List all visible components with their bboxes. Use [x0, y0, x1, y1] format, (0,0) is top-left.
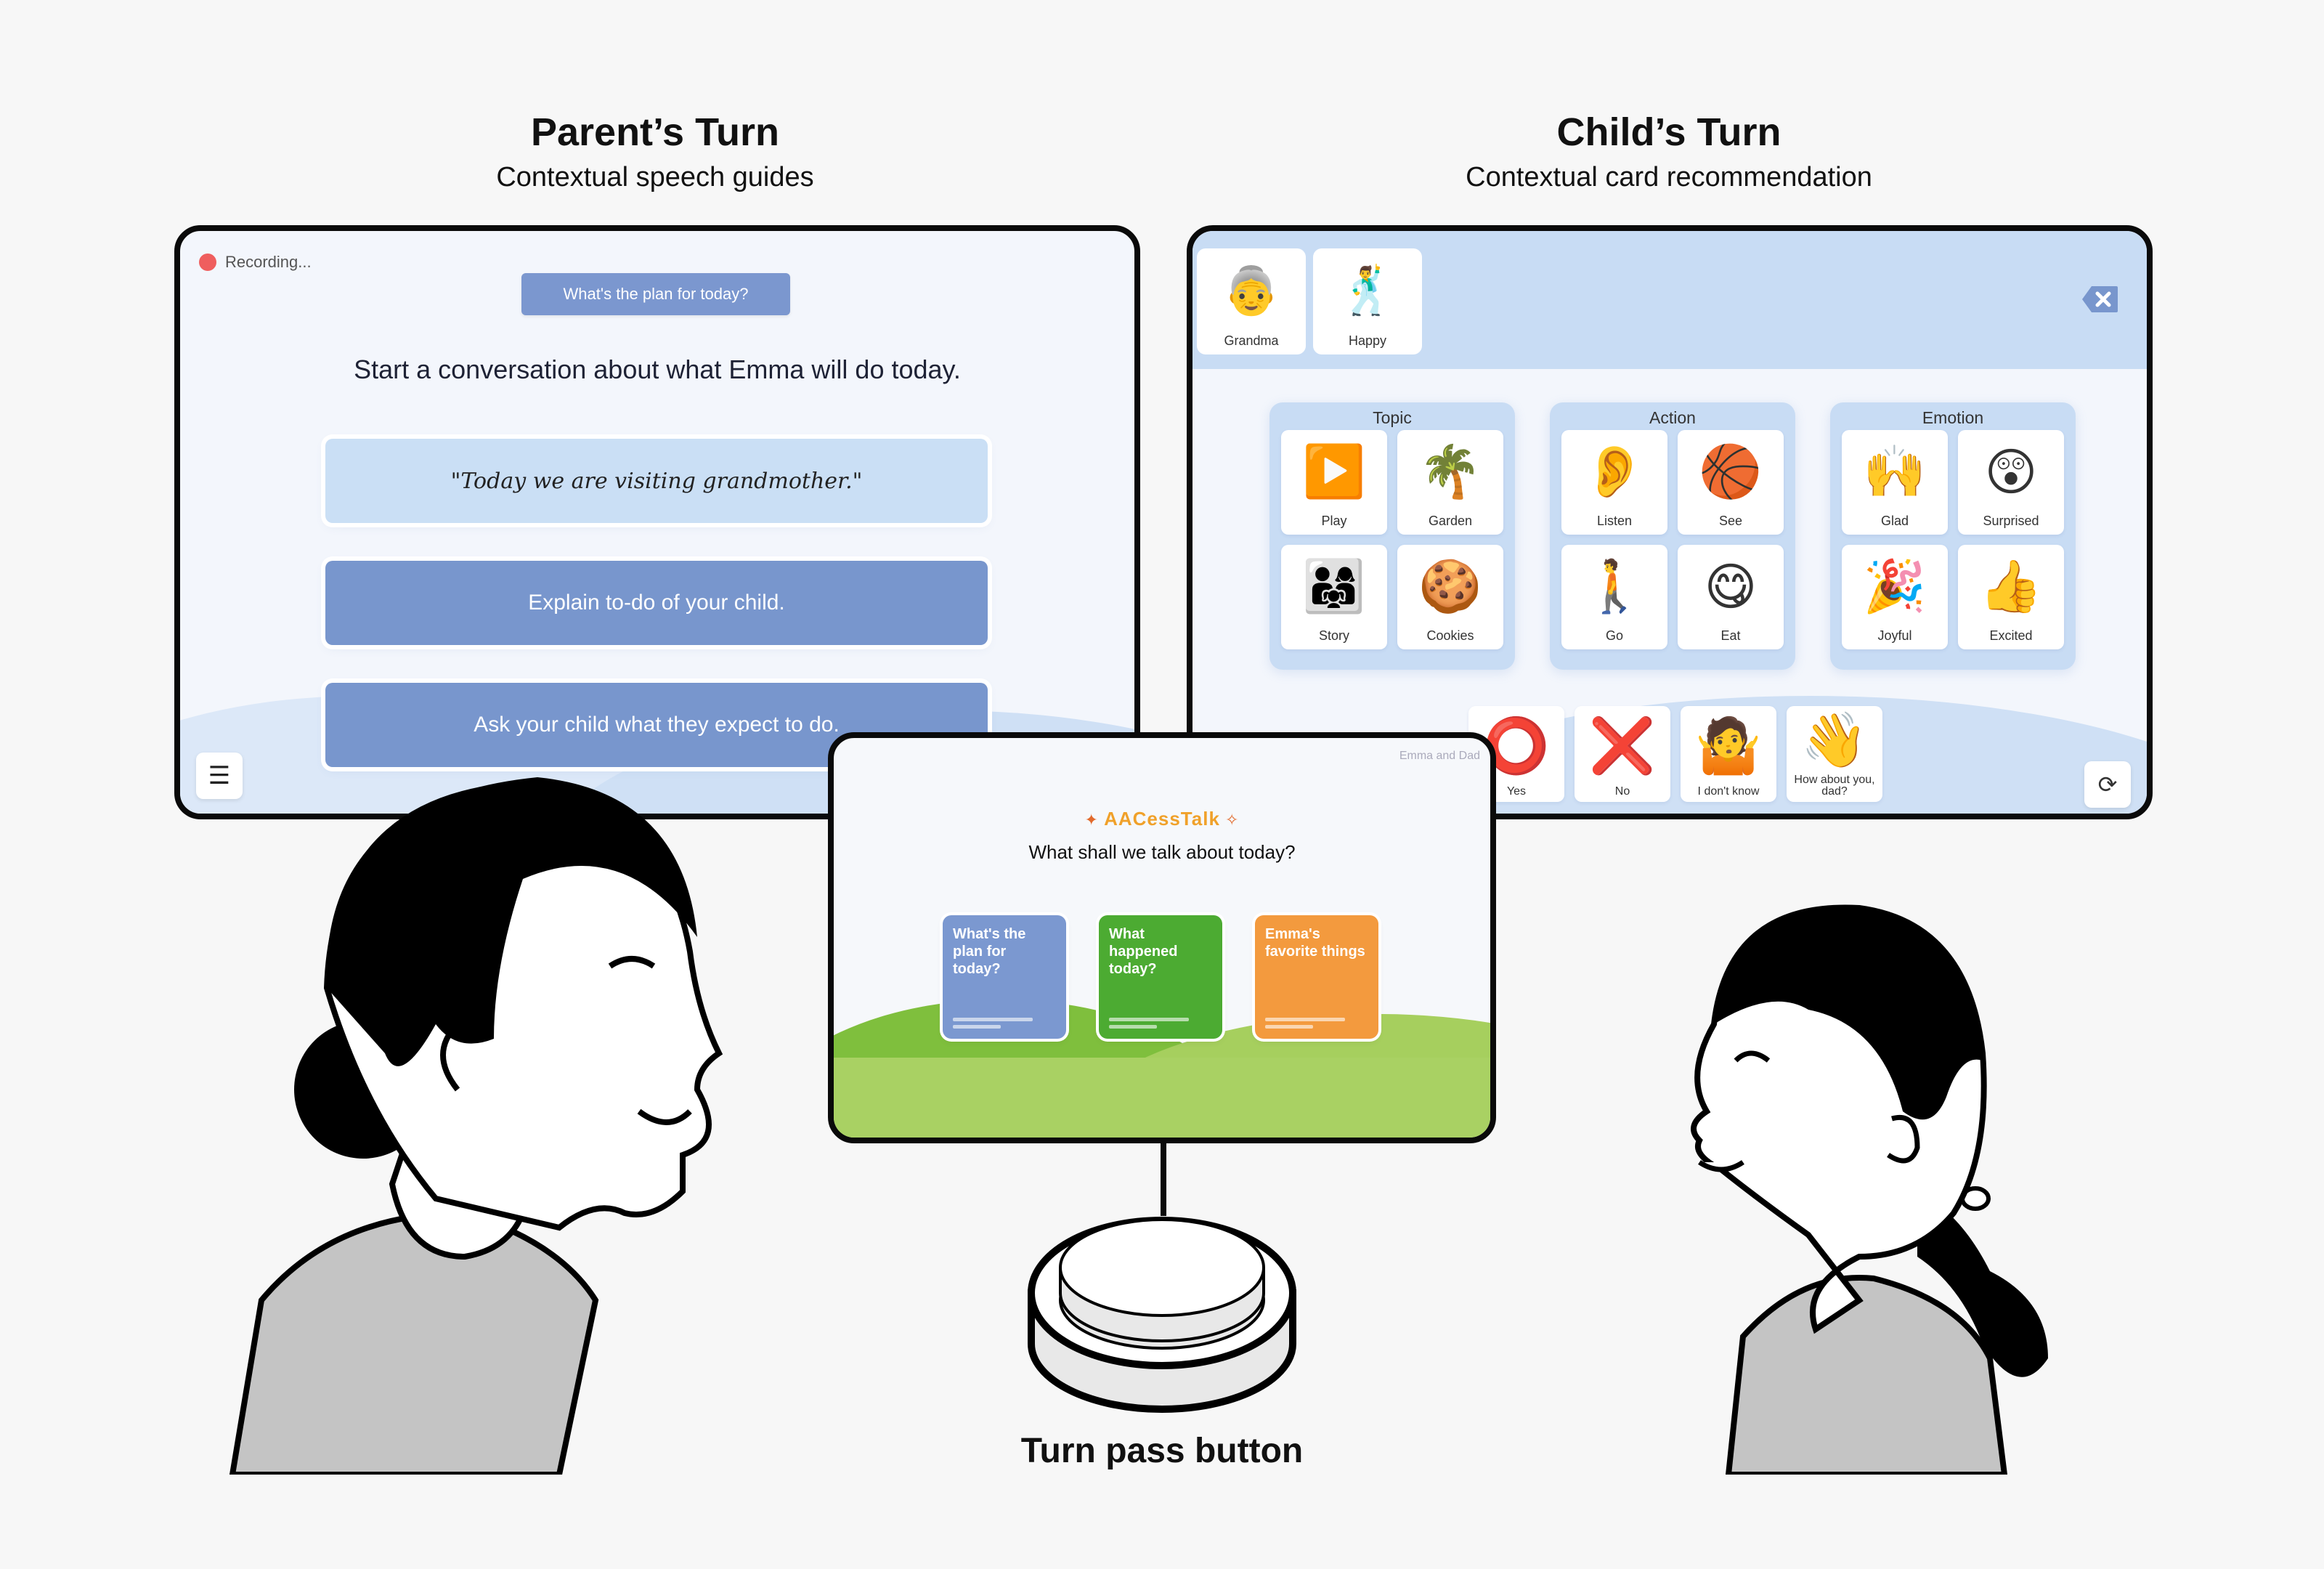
- card-eat[interactable]: 😋 Eat: [1678, 545, 1784, 649]
- quick-reply-label: Yes: [1506, 785, 1527, 798]
- card-group-topic: Topic ▶️ Play 🌴 Garden 👨‍👩‍👧 Story 🍪 Cookies: [1269, 402, 1515, 670]
- joyful-icon: 🎉: [1863, 557, 1927, 615]
- card-cookies[interactable]: 🍪 Cookies: [1397, 545, 1503, 649]
- card-label: Go: [1605, 628, 1623, 643]
- child-illustration: [1691, 904, 2048, 1475]
- home-question: What shall we talk about today?: [1028, 841, 1296, 863]
- quick-reply-label: How about you, dad?: [1794, 774, 1875, 798]
- topic-card-subtext: [953, 1014, 1033, 1029]
- thumbs-up-icon: 👍: [1979, 557, 2043, 615]
- topic-card-happened[interactable]: What happened today?: [1099, 915, 1222, 1039]
- card-see[interactable]: 🏀 See: [1678, 430, 1784, 535]
- card-listen[interactable]: 👂 Listen: [1561, 430, 1667, 535]
- surprised-icon: 😲: [1984, 443, 2038, 500]
- card-surprised[interactable]: 😲 Surprised: [1958, 430, 2064, 535]
- cross-icon: ❌: [1588, 715, 1657, 776]
- topic-card-favorites[interactable]: Emma's favorite things: [1255, 915, 1378, 1039]
- card-label: Garden: [1428, 514, 1473, 528]
- story-icon: 👨‍👩‍👧: [1302, 557, 1366, 615]
- parent-tablet: Recording... What's the plan for today? …: [174, 225, 1140, 819]
- selected-card-happy[interactable]: 🕺 Happy: [1313, 248, 1422, 354]
- eat-icon: 😋: [1704, 558, 1758, 615]
- turn-pass-label: Turn pass button: [1020, 1432, 1304, 1470]
- topic-card-subtext: [1265, 1014, 1345, 1029]
- recording-dot-icon: [199, 254, 216, 271]
- quick-reply-label: I don't know: [1697, 785, 1760, 798]
- card-label: Cookies: [1426, 628, 1474, 643]
- card-label: Play: [1321, 514, 1347, 528]
- basketball-icon: 🏀: [1699, 442, 1763, 500]
- topic-card-label: Emma's favorite things: [1265, 926, 1365, 960]
- card-label: Surprised: [1983, 514, 2039, 528]
- card-label: Glad: [1880, 514, 1909, 528]
- child-turn-subtitle: Contextual card recommendation: [1466, 162, 1872, 192]
- card-label: Joyful: [1877, 628, 1912, 643]
- recording-label: Recording...: [225, 253, 312, 271]
- happy-icon: 🕺: [1338, 264, 1397, 317]
- waving-person-icon: 👋: [1800, 710, 1869, 770]
- selected-cards-bar: 👵 Grandma 🕺 Happy: [1193, 231, 2147, 369]
- card-group-action: Action 👂 Listen 🏀 See 🚶 Go 😋 Eat: [1550, 402, 1795, 670]
- speech-guide-example[interactable]: "Today we are visiting grandmother.": [325, 439, 988, 523]
- glad-icon: 🙌: [1863, 442, 1927, 500]
- child-turn-header: Child’s Turn Contextual card recommendat…: [1306, 109, 2032, 196]
- shrug-icon: 🤷: [1694, 715, 1763, 776]
- topic-card-label: What happened today?: [1109, 926, 1178, 977]
- recording-indicator: Recording...: [199, 253, 312, 272]
- group-title: Emotion: [1922, 408, 1984, 427]
- play-icon: ▶️: [1302, 442, 1366, 500]
- card-label: Happy: [1348, 333, 1387, 348]
- card-label: Story: [1318, 628, 1349, 643]
- child-tablet: 👵 Grandma 🕺 Happy Topic ▶️ Play 🌴 Garden 👨…: [1187, 225, 2153, 819]
- garden-icon: 🌴: [1418, 442, 1482, 500]
- refresh-button[interactable]: ⟳: [2084, 761, 2131, 808]
- quick-reply-label: No: [1614, 785, 1630, 798]
- listen-icon: 👂: [1582, 442, 1646, 500]
- group-title: Action: [1649, 408, 1696, 427]
- card-joyful[interactable]: 🎉 Joyful: [1842, 545, 1948, 649]
- grandma-icon: 👵: [1222, 264, 1280, 317]
- hamburger-icon: ☰: [208, 762, 231, 790]
- parent-illustration: [229, 777, 723, 1475]
- app-logo: ✦ AACessTalk ✧: [1084, 808, 1240, 830]
- topic-card-label: What's the plan for today?: [953, 926, 1026, 977]
- turn-pass-button[interactable]: [1024, 1206, 1300, 1424]
- card-label: See: [1718, 514, 1743, 528]
- backspace-icon[interactable]: [2081, 285, 2119, 314]
- button-cable: [1161, 1143, 1166, 1216]
- selected-card-grandma[interactable]: 👵 Grandma: [1197, 248, 1306, 354]
- quick-reply-dont-know[interactable]: 🤷 I don't know: [1681, 706, 1776, 802]
- card-glad[interactable]: 🙌 Glad: [1842, 430, 1948, 535]
- go-icon: 🚶: [1582, 557, 1646, 615]
- card-go[interactable]: 🚶 Go: [1561, 545, 1667, 649]
- quick-reply-how-about-you[interactable]: 👋 How about you, dad?: [1787, 706, 1882, 802]
- card-group-emotion: Emotion 🙌 Glad 😲 Surprised 🎉 Joyful 👍 Excite…: [1830, 402, 2076, 670]
- parent-turn-title: Parent’s Turn: [530, 110, 780, 154]
- card-label: Eat: [1720, 628, 1741, 643]
- child-turn-title: Child’s Turn: [1556, 110, 1781, 154]
- conversation-prompt: Start a conversation about what Emma wil…: [354, 354, 961, 384]
- topic-ribbon: What's the plan for today?: [505, 273, 806, 323]
- topic-card-subtext: [1109, 1014, 1189, 1029]
- card-story[interactable]: 👨‍👩‍👧 Story: [1281, 545, 1387, 649]
- card-label: Excited: [1989, 628, 2033, 643]
- app-logo-text: AACessTalk: [1104, 808, 1220, 830]
- shared-tablet: Emma and Dad ✦ AACessTalk ✧ What shall w…: [828, 732, 1496, 1143]
- card-label: Listen: [1596, 514, 1633, 528]
- refresh-icon: ⟳: [2097, 771, 2118, 798]
- user-tag: Emma and Dad: [1399, 750, 1480, 762]
- menu-button[interactable]: ☰: [196, 753, 243, 799]
- grass-ground: [834, 1058, 1490, 1138]
- card-garden[interactable]: 🌴 Garden: [1397, 430, 1503, 535]
- parent-turn-subtitle: Contextual speech guides: [496, 162, 814, 192]
- quick-reply-no[interactable]: ❌ No: [1575, 706, 1670, 802]
- speech-guide-explain[interactable]: Explain to-do of your child.: [325, 561, 988, 645]
- group-title: Topic: [1373, 408, 1412, 427]
- parent-turn-header: Parent’s Turn Contextual speech guides: [292, 109, 1018, 196]
- cookies-icon: 🍪: [1418, 557, 1482, 615]
- topic-card-plan[interactable]: What's the plan for today?: [943, 915, 1066, 1039]
- card-play[interactable]: ▶️ Play: [1281, 430, 1387, 535]
- card-excited[interactable]: 👍 Excited: [1958, 545, 2064, 649]
- card-label: Grandma: [1224, 333, 1279, 348]
